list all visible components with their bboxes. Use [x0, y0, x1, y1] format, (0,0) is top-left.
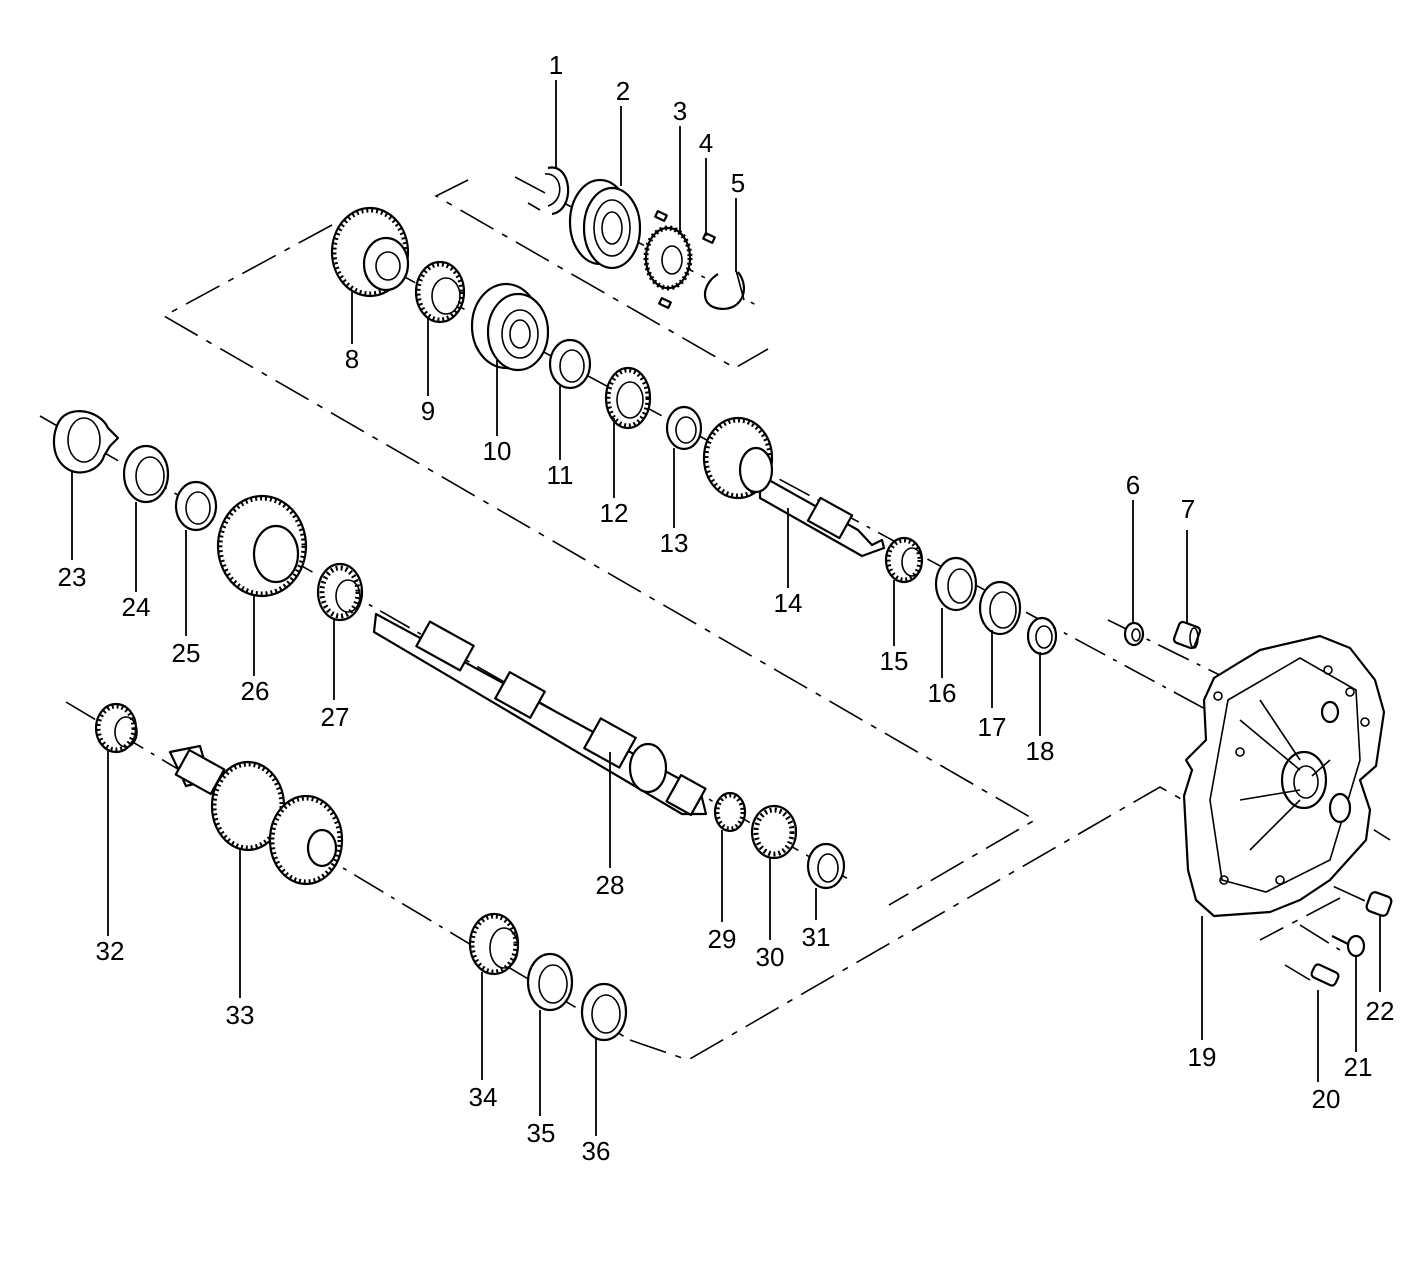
callout-36: 36 — [582, 1136, 611, 1166]
callout-34: 34 — [469, 1082, 498, 1112]
part-29-bearing — [713, 791, 747, 833]
callout-25: 25 — [172, 638, 201, 668]
callout-1: 1 — [549, 50, 563, 80]
axis-bolt-21 — [1299, 924, 1341, 951]
part-10-synchronizer-assembly — [470, 282, 550, 372]
callout-14: 14 — [774, 588, 803, 618]
callout-9: 9 — [421, 396, 435, 426]
part-2-synchronizer-sleeve — [568, 178, 642, 270]
callout-20: 20 — [1312, 1084, 1341, 1114]
callout-12: 12 — [600, 498, 629, 528]
callout-7: 7 — [1181, 494, 1195, 524]
part-16-bearing-race — [934, 556, 978, 612]
part-21-bolt — [1331, 934, 1366, 958]
part-31-ring — [806, 842, 846, 890]
callout-labels: 1 2 3 4 5 6 7 8 9 10 11 12 13 14 15 16 1… — [58, 50, 1395, 1166]
part-24-bearing-race — [122, 444, 170, 504]
callout-3: 3 — [673, 96, 687, 126]
callout-26: 26 — [241, 676, 270, 706]
countershaft-group-outline — [629, 786, 1198, 1061]
part-9-synchronizer-ring — [414, 260, 466, 324]
callout-31: 31 — [802, 922, 831, 952]
callout-33: 33 — [226, 1000, 255, 1030]
part-34-tapered-bearing — [468, 912, 520, 976]
callout-5: 5 — [731, 168, 745, 198]
housing-bolt-group-outline — [1259, 897, 1341, 941]
part-28-main-shaft — [372, 612, 708, 817]
part-35-bearing-race — [526, 952, 574, 1012]
callout-18: 18 — [1026, 736, 1055, 766]
part-17-shim — [978, 580, 1022, 636]
callout-15: 15 — [880, 646, 909, 676]
part-32-bearing — [94, 702, 138, 754]
part-14-input-shaft — [702, 416, 886, 558]
part-13-ring — [665, 405, 703, 451]
part-15-roller-bearing — [884, 536, 924, 584]
callout-32: 32 — [96, 936, 125, 966]
part-23-retainer — [52, 410, 120, 474]
callout-27: 27 — [321, 702, 350, 732]
callout-10: 10 — [483, 436, 512, 466]
part-26-gear — [216, 494, 308, 598]
part-11-ring — [548, 338, 592, 390]
part-1-snap-ring — [527, 166, 570, 216]
callout-6: 6 — [1126, 470, 1140, 500]
part-5-key-spring — [703, 269, 745, 311]
part-27-needle-bearing — [316, 562, 364, 622]
callout-35: 35 — [527, 1118, 556, 1148]
part-12-synchronizer-ring — [604, 366, 652, 430]
part-20-dowel-pin — [1310, 963, 1340, 987]
part-22-cap — [1365, 891, 1393, 917]
part-18-seal-ring — [1026, 616, 1058, 656]
part-30-needle-bearing — [750, 804, 798, 860]
callout-21: 21 — [1344, 1052, 1373, 1082]
callout-23: 23 — [58, 562, 87, 592]
synchronizer-group-outline — [434, 179, 769, 369]
leader-lines — [71, 80, 1381, 1136]
callout-17: 17 — [978, 712, 1007, 742]
part-8-gear — [330, 206, 410, 298]
part-19-housing — [1182, 634, 1386, 918]
callout-29: 29 — [708, 924, 737, 954]
group-outlines — [162, 179, 1341, 1061]
input-shaft-group-outline — [162, 224, 1037, 906]
callout-11: 11 — [547, 460, 574, 490]
part-3-synchronizer-hub — [643, 225, 693, 291]
callout-16: 16 — [928, 678, 957, 708]
callout-8: 8 — [345, 344, 359, 374]
part-6-seal — [1123, 621, 1145, 647]
callout-13: 13 — [660, 528, 689, 558]
part-36-shim — [580, 982, 628, 1042]
part-7-plug — [1172, 620, 1202, 650]
callout-2: 2 — [616, 76, 630, 106]
part-25-shim — [174, 480, 218, 532]
callout-28: 28 — [596, 870, 625, 900]
callout-30: 30 — [756, 942, 785, 972]
callout-4: 4 — [699, 128, 713, 158]
callout-24: 24 — [122, 592, 151, 622]
callout-22: 22 — [1366, 996, 1395, 1026]
callout-19: 19 — [1188, 1042, 1217, 1072]
part-33-countershaft-gear-cluster — [168, 744, 344, 886]
axis-pin-20 — [1284, 964, 1311, 981]
